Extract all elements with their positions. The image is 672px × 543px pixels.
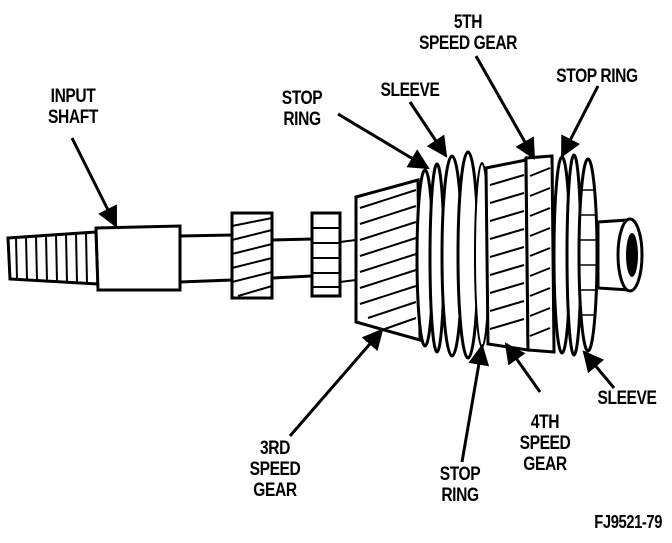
- label-stop-ring-bottom: STOP RING: [439, 464, 481, 506]
- leader-sleeve-top: [408, 101, 448, 158]
- leader-stop-ring-right: [560, 85, 600, 158]
- sleeve-middle-part: [440, 150, 490, 360]
- stop-ring-left-part: [415, 162, 446, 354]
- label-sleeve-right: SLEEVE: [597, 388, 657, 409]
- label-fifth-speed-gear: 5TH SPEED GEAR: [418, 12, 518, 54]
- fifth-speed-gear: [524, 154, 556, 354]
- sleeve-right-part: [577, 157, 599, 353]
- leader-fifth-gear: [474, 55, 536, 160]
- leader-stop-ring-left: [337, 112, 430, 170]
- leader-third-gear: [288, 328, 384, 437]
- leader-lines: [70, 55, 616, 463]
- label-stop-ring-left: STOP RING: [281, 88, 323, 130]
- shaft-gear-small: [230, 211, 274, 300]
- leader-sleeve-right: [582, 350, 616, 389]
- label-sleeve-top: SLEEVE: [380, 80, 440, 101]
- leader-stop-ring-bottom: [460, 343, 490, 463]
- leader-input-shaft: [70, 137, 118, 228]
- label-stop-ring-right: STOP RING: [556, 66, 638, 87]
- shaft-bearing: [310, 211, 342, 298]
- input-shaft-body: [94, 224, 357, 292]
- leader-fourth-gear: [504, 342, 542, 393]
- label-input-shaft: INPUT SHAFT: [48, 86, 98, 128]
- label-third-speed-gear: 3RD SPEED GEAR: [249, 438, 301, 501]
- third-speed-gear: [354, 178, 422, 342]
- fourth-speed-gear: [484, 158, 530, 352]
- figure-id: FJ9521-79: [594, 512, 662, 532]
- stop-ring-right-part: [552, 153, 583, 357]
- label-fourth-speed-gear: 4TH SPEED GEAR: [519, 412, 571, 475]
- input-shaft-splines: [6, 230, 100, 286]
- shaft-output-stub: [596, 217, 644, 293]
